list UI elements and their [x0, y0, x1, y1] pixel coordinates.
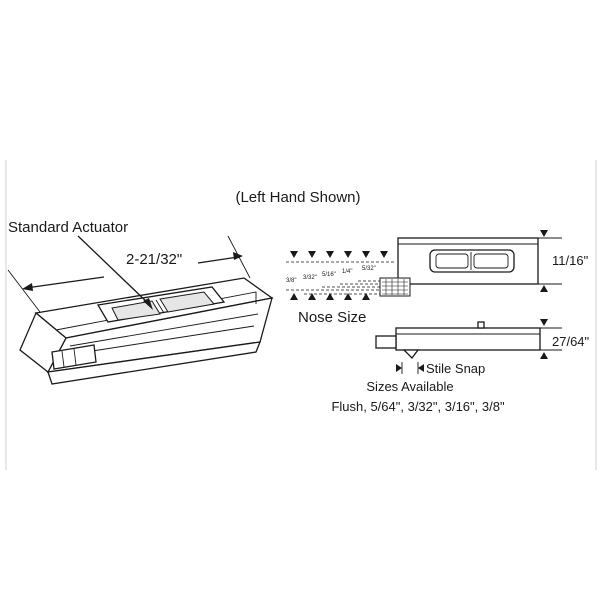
height-arrow-top: [540, 230, 548, 237]
nose-offset-label: 1/4": [342, 269, 352, 275]
nose-offset-label: 5/16": [322, 272, 336, 278]
sizes-heading: Sizes Available: [366, 379, 453, 394]
nose-offset-label: 3/8": [286, 278, 296, 284]
stile-snap-label: Stile Snap: [426, 361, 485, 376]
sizes-list: Flush, 5/64", 3/32", 3/16", 3/8": [331, 399, 505, 414]
nose-profile-view: 3/8" 3/32" 5/16" 1/4" 5/32" Nose Size 11…: [286, 230, 589, 326]
depth-arrow-bottom: [540, 352, 548, 359]
side-profile-body: [395, 327, 541, 351]
nose-offset-label: 5/32": [362, 266, 376, 272]
length-extension-left: [7, 269, 41, 313]
nose-block: [379, 277, 411, 297]
side-profile-pin: [477, 321, 485, 329]
actuator-leader-arrow: [143, 298, 153, 310]
latch-bolt: [51, 344, 97, 370]
actuator-label: Standard Actuator: [8, 219, 128, 236]
stile-snap-tab: [402, 349, 420, 359]
latch-bolt-line: [61, 350, 65, 368]
nose-top-arrows: [290, 251, 388, 258]
stile-snap-arrow-left: [396, 364, 402, 372]
nose-bottom-arrows: [290, 293, 370, 300]
nose-block-hatching: [382, 279, 408, 295]
height-dimension-label: 11/16": [552, 253, 589, 268]
actuator-left-grip: [111, 300, 161, 321]
profile-actuator-right-grip: [473, 253, 509, 269]
length-dimension-line-right: [197, 256, 239, 264]
depth-dimension-label: 27/64": [552, 334, 590, 349]
latch-isometric-view: 2-21/32" Standard Actuator: [7, 219, 274, 385]
length-arrow-left: [22, 283, 33, 291]
actuator-right-grip: [159, 291, 215, 313]
latch-bottom-lip: [47, 341, 262, 385]
profile-actuator-left-grip: [435, 253, 469, 269]
length-arrow-right: [233, 252, 243, 260]
header-text: (Left Hand Shown): [235, 189, 360, 206]
depth-arrow-top: [540, 319, 548, 326]
side-profile-view: 27/64" Stile Snap Sizes Available Flush,…: [331, 319, 590, 414]
latch-front-groove: [69, 313, 259, 347]
stile-snap-arrow-right: [418, 364, 424, 372]
side-profile-nose: [375, 335, 397, 349]
actuator-leader-line: [77, 235, 151, 306]
length-dimension-line-left: [25, 276, 105, 289]
actuator-split-line: [155, 299, 165, 314]
profile-actuator-window: [429, 249, 515, 273]
nose-offset-label: 3/32": [303, 275, 317, 281]
latch-bolt-line-2: [73, 348, 77, 366]
height-arrow-bottom: [540, 285, 548, 292]
nose-size-label: Nose Size: [298, 309, 366, 326]
length-dimension-label: 2-21/32": [126, 251, 182, 268]
